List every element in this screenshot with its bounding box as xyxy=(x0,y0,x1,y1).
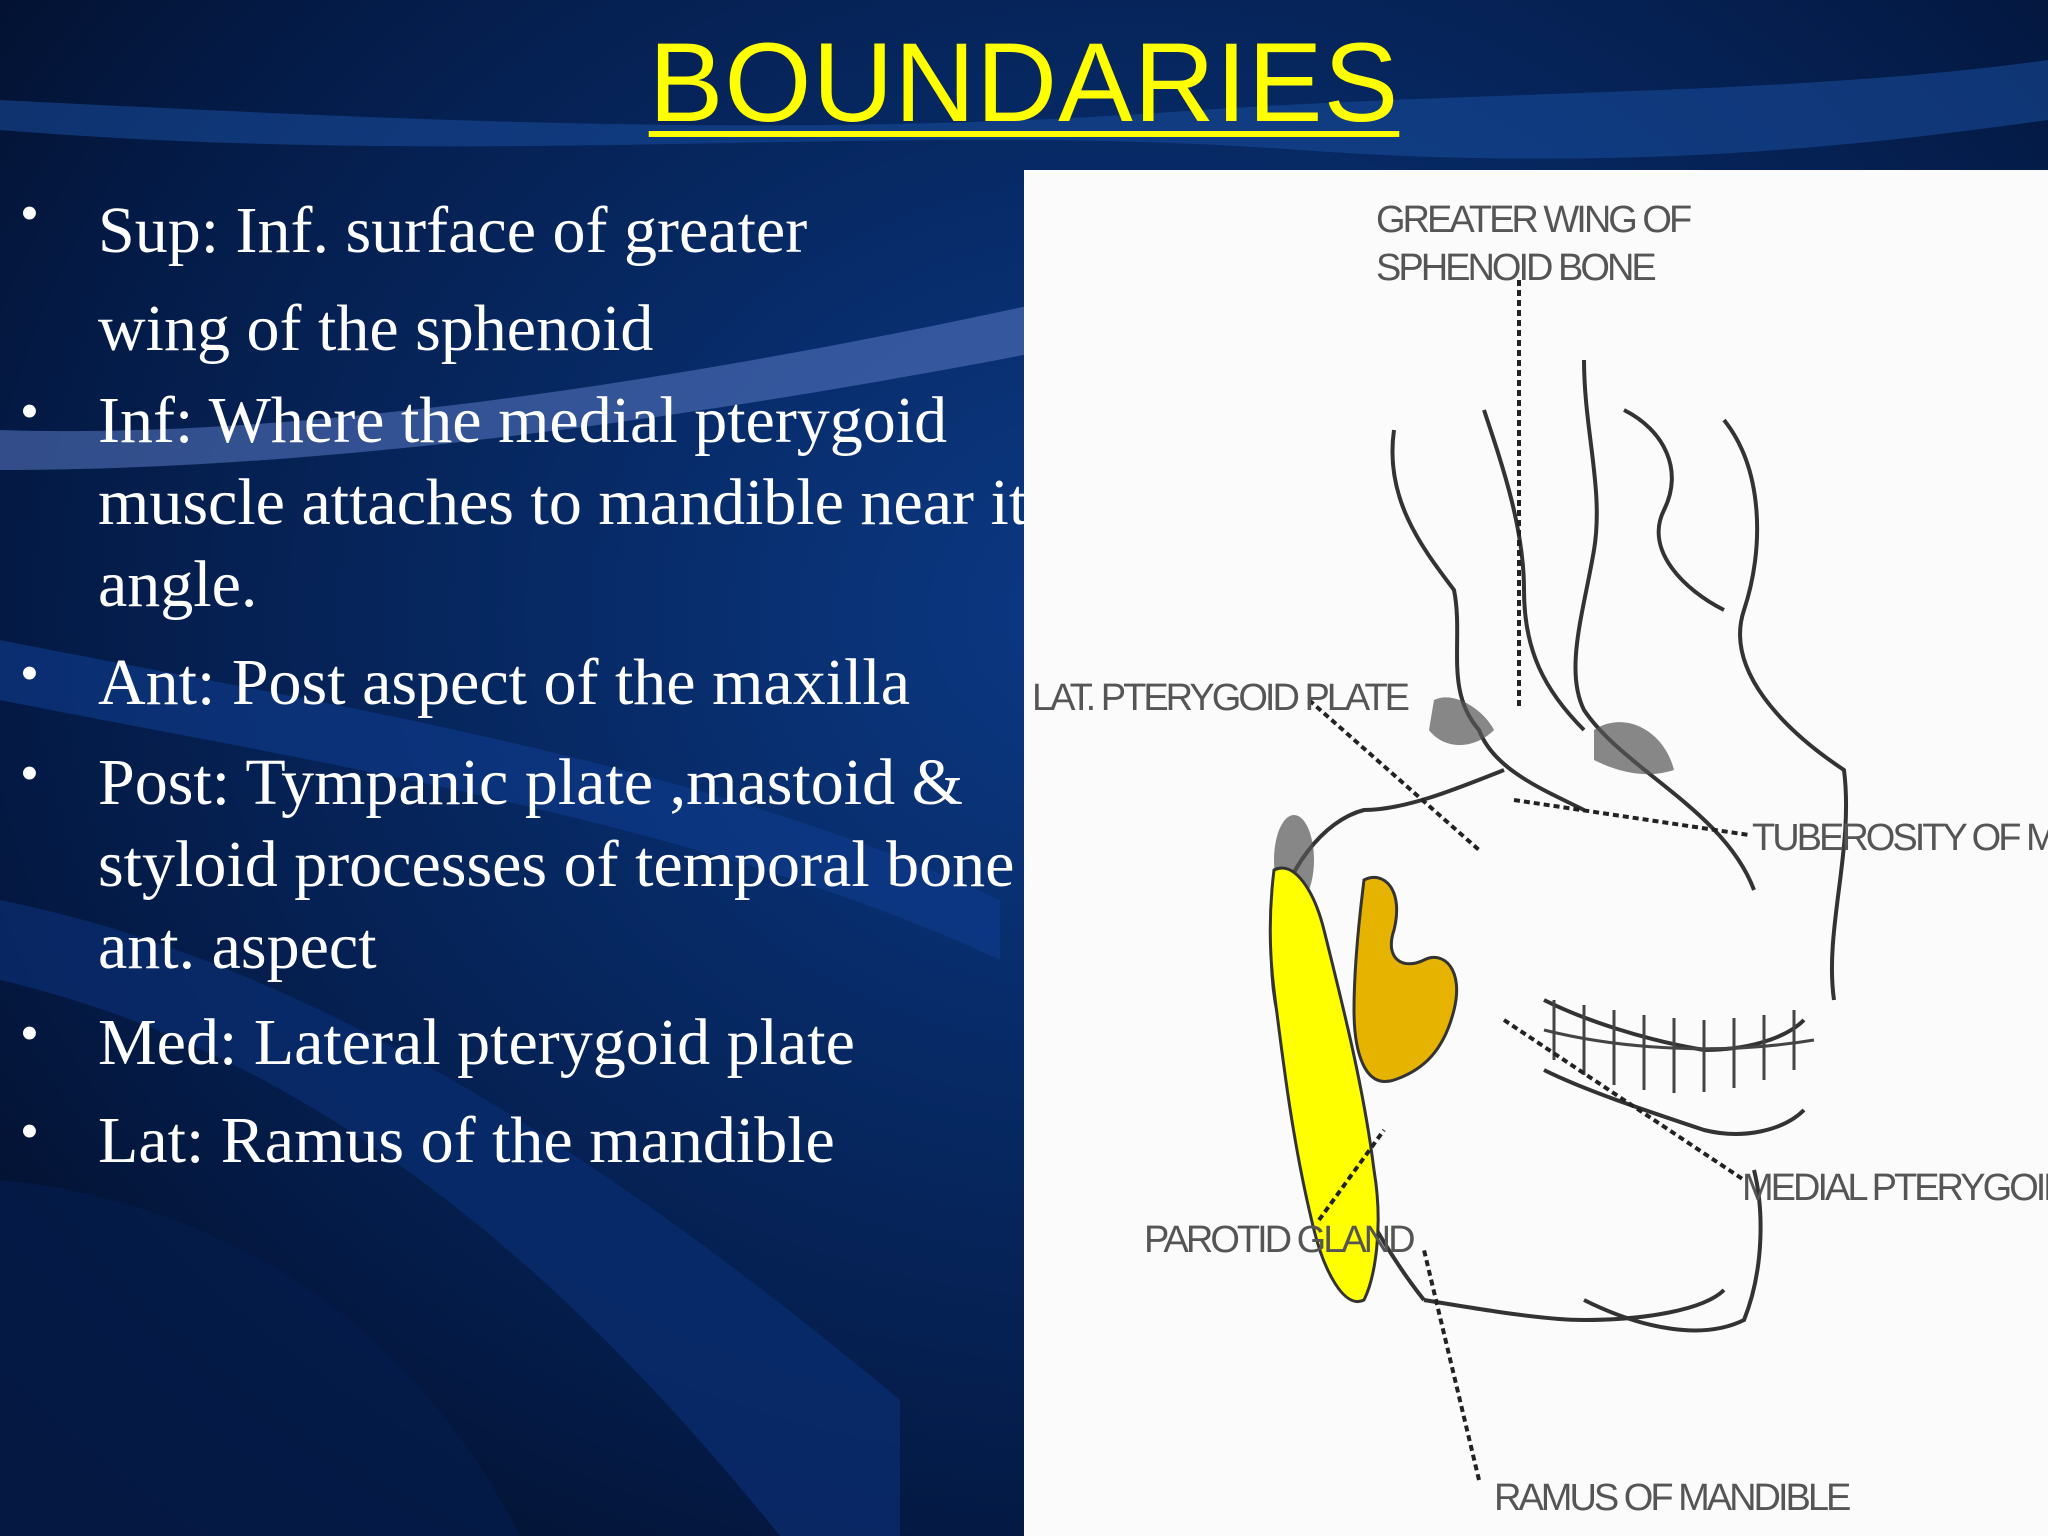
bullet-line: Lat: Ramus of the mandible xyxy=(98,1104,835,1177)
parotid-gland xyxy=(1268,866,1380,1304)
slide-title: BOUNDARIES xyxy=(648,20,1400,145)
medial-pterygoid-muscle xyxy=(1352,876,1459,1084)
bullet-line: styloid processes of temporal bone xyxy=(98,828,1015,901)
label-medial-pterygoid: MEDIAL PTERYGOID M. xyxy=(1742,1167,2048,1209)
label-lat-pterygoid-plate: LAT. PTERYGOID PLATE xyxy=(1032,677,1409,719)
bullet-marker: • xyxy=(20,183,39,243)
bullet-line: Post: Tympanic plate ,mastoid & xyxy=(98,746,963,819)
bullet-marker: • xyxy=(20,1101,39,1161)
bullet-line: wing of the sphenoid xyxy=(98,292,654,365)
bullet-line: Inf: Where the medial pterygoid xyxy=(98,384,948,457)
bullet-marker: • xyxy=(20,381,39,441)
label-tuberosity-maxilla: TUBEROSITY OF MAXILLA xyxy=(1752,817,2048,859)
bullet-line: angle. xyxy=(98,548,258,621)
bullet-marker: • xyxy=(20,743,39,803)
label-ramus-mandible: RAMUS OF MANDIBLE xyxy=(1494,1477,1850,1519)
label-parotid-gland: PAROTID GLAND xyxy=(1144,1219,1414,1261)
bullet-marker: • xyxy=(20,1003,39,1063)
bullet-line: muscle attaches to mandible near its xyxy=(98,466,1024,539)
teeth xyxy=(1543,1000,1815,1093)
bullet-line: Med: Lateral pterygoid plate xyxy=(98,1006,855,1079)
bullet-list: • Sup: Inf. surface of greater wing of t… xyxy=(0,182,1024,1282)
label-greater-wing-line2: SPHENOID BONE xyxy=(1376,247,1655,289)
leader-lines xyxy=(1307,280,1750,1481)
bullet-marker: • xyxy=(20,643,39,703)
label-greater-wing-line1: GREATER WING OF xyxy=(1376,199,1691,241)
bullet-line: Sup: Inf. surface of greater xyxy=(98,194,808,267)
shading xyxy=(1274,697,1674,905)
bullet-line: Ant: Post aspect of the maxilla xyxy=(98,646,911,719)
bullet-line: ant. aspect xyxy=(98,910,377,983)
anatomy-figure: GREATER WING OF SPHENOID BONE LAT. PTERY… xyxy=(1024,170,2048,1536)
skull-diagram: GREATER WING OF SPHENOID BONE LAT. PTERY… xyxy=(1032,199,2048,1519)
